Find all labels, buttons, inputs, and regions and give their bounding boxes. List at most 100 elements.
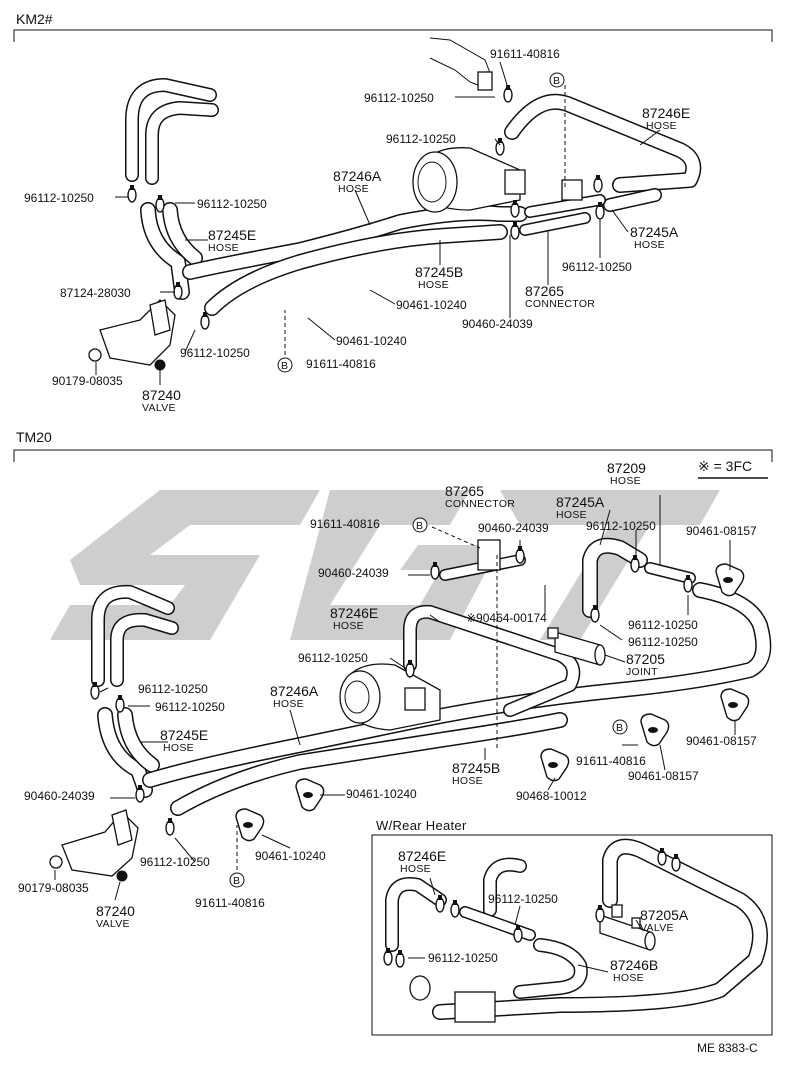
bottom-connector [477,539,501,571]
label-87240: 87240 [142,387,181,403]
bottom-hoses [91,537,772,816]
label-hose: HOSE [333,620,364,632]
label-valve: VALVE [96,918,130,930]
inset-hoses [385,838,768,1023]
label-96112-10250: 96112-10250 [180,346,250,360]
label-joint: JOINT [626,666,658,678]
label-96112-10250: 96112-10250 [562,260,632,274]
label-valve: VALVE [640,922,674,934]
label-hose: HOSE [418,279,449,291]
label-96112-10250: 96112-10250 [197,197,267,211]
note-3fc: ※ = 3FC [698,458,768,479]
label-96112-10250: 96112-10250 [488,892,558,906]
label-90461-10240: 90461-10240 [255,849,326,863]
top-valve [88,299,176,371]
label-96112-10250: 96112-10250 [586,519,656,533]
inset-leaders [408,877,643,973]
section-title-bottom: TM20 [16,429,52,445]
label-87245E: 87245E [208,227,256,243]
label-90461-08157: 90461-08157 [686,524,757,538]
label-87124-28030: 87124-28030 [60,286,131,300]
label-90461-10240: 90461-10240 [336,334,407,348]
footer-code: ME 8383-C [697,1041,758,1055]
frame-top [13,29,773,42]
label-96112-10250: 96112-10250 [628,635,698,649]
top-marker-b2: B [277,357,293,373]
label-hose: HOSE [613,972,644,984]
section-title-inset: W/Rear Heater [376,818,467,833]
label-hose: HOSE [646,120,677,132]
label-hose: HOSE [400,863,431,875]
bottom-joint [547,627,606,666]
label-87265: 87265 [525,283,564,299]
label-96112-10250: 96112-10250 [428,951,498,965]
watermark-logo [50,490,720,640]
inset-labels: 87246E HOSE 96112-10250 87205A VALVE 961… [398,848,689,984]
label-87240: 87240 [96,903,135,919]
label-hose: HOSE [610,475,641,487]
label-87209: 87209 [607,460,646,476]
svg-text:B: B [281,360,288,372]
label-hose: HOSE [208,242,239,254]
svg-text:※ = 3FC: ※ = 3FC [698,458,752,474]
svg-text:B: B [416,520,423,532]
label-90460-24039: 90460-24039 [318,566,389,580]
top-marker-b1: B [549,72,565,88]
label-hose: HOSE [556,509,587,521]
label-91611-40816: 91611-40816 [195,896,265,910]
frame-bottom [13,449,773,462]
top-canister [412,147,526,213]
label-hose: HOSE [634,239,665,251]
label-91611-40816: 91611-40816 [306,357,376,371]
inset-valve [599,904,656,951]
label-96112-10250: 96112-10250 [628,618,698,632]
label-90460-24039: 90460-24039 [24,789,95,803]
bottom-marker-b3: B [229,872,245,888]
label-connector: CONNECTOR [525,298,595,310]
label-96112-10250: 96112-10250 [24,191,94,205]
top-labels: 91611-40816 96112-10250 87246E HOSE 9611… [24,47,690,414]
svg-text:B: B [616,722,623,734]
label-90464-00174: ※90464-00174 [466,611,547,625]
label-90461-10240: 90461-10240 [396,298,467,312]
label-connector: CONNECTOR [445,498,515,510]
label-90461-10240: 90461-10240 [346,787,417,801]
label-87245A: 87245A [556,494,605,510]
bottom-leaders [54,495,736,901]
top-leaders [95,61,661,385]
svg-text:B: B [233,875,240,887]
label-hose: HOSE [273,698,304,710]
section-title-top: KM2# [16,11,53,27]
label-87246A: 87246A [333,168,382,184]
top-clamps [127,84,605,330]
bottom-marker-b1: B [412,517,428,533]
label-87246E: 87246E [642,105,690,121]
label-87246A: 87246A [270,683,319,699]
top-hoses [125,78,702,316]
label-90460-24039: 90460-24039 [462,317,533,331]
label-hose: HOSE [452,775,483,787]
label-96112-10250: 96112-10250 [364,91,434,105]
label-90460-24039: 90460-24039 [478,521,549,535]
label-90468-10012: 90468-10012 [516,789,587,803]
svg-text:B: B [553,75,560,87]
label-87246E: 87246E [398,848,446,864]
label-hose: HOSE [338,183,369,195]
label-87245B: 87245B [452,760,500,776]
label-87265: 87265 [445,483,484,499]
label-90179-08035: 90179-08035 [18,881,89,895]
label-91611-40816: 91611-40816 [576,754,646,768]
label-91611-40816: 91611-40816 [490,47,560,61]
bottom-canister [339,663,441,731]
label-87246E: 87246E [330,605,378,621]
label-87245A: 87245A [630,224,679,240]
label-87205A: 87205A [640,907,689,923]
top-nipple [429,37,493,91]
label-87246B: 87246B [610,957,658,973]
label-91611-40816: 91611-40816 [310,517,380,531]
bottom-valve [49,809,139,882]
label-valve: VALVE [142,402,176,414]
label-96112-10250: 96112-10250 [386,132,456,146]
label-96112-10250: 96112-10250 [155,700,225,714]
bottom-labels: 87209 HOSE 87265 CONNECTOR 87245A HOSE 9… [18,460,757,930]
